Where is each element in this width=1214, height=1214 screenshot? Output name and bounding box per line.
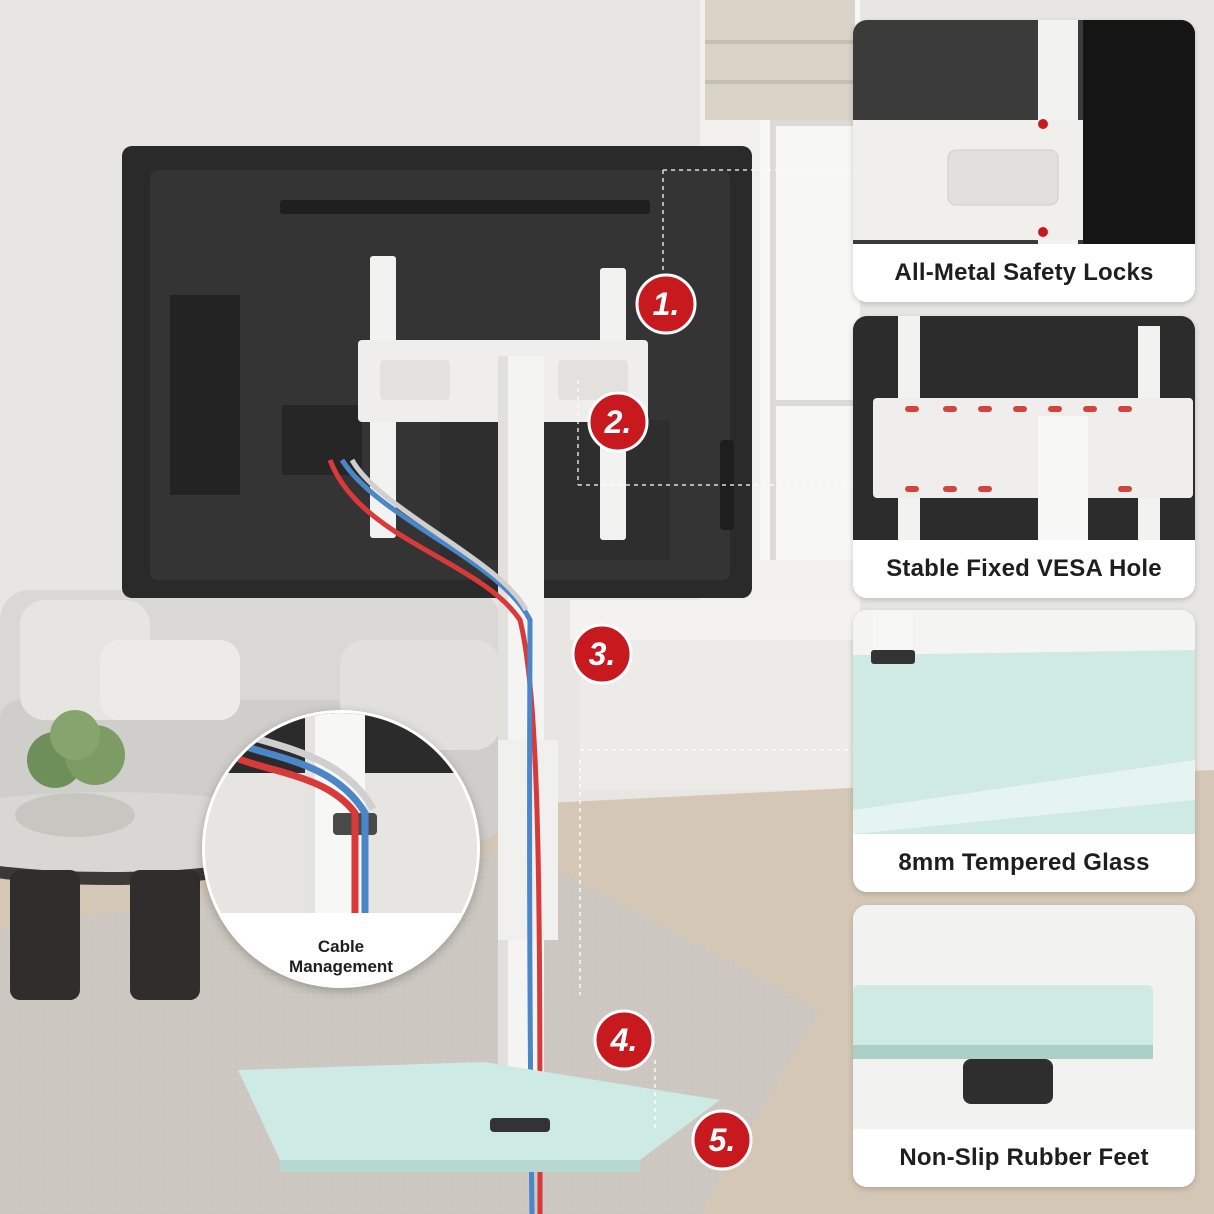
safety-lock-detail-icon <box>853 20 1195 244</box>
badge-5-text: 5. <box>709 1122 736 1158</box>
tempered-glass-detail-icon <box>853 610 1195 834</box>
badge-3-text: 3. <box>589 636 616 672</box>
rubber-feet-detail-icon <box>853 905 1195 1129</box>
badge-2: 2. <box>586 390 650 454</box>
badge-3: 3. <box>570 622 634 686</box>
panel-vesa-hole: Stable Fixed VESA Hole <box>853 316 1195 598</box>
badge-5: 5. <box>690 1108 754 1172</box>
badge-4-text: 4. <box>610 1022 638 1058</box>
cable-management-line-2: Management <box>289 957 393 976</box>
panel-rubber-feet: Non-Slip Rubber Feet <box>853 905 1195 1187</box>
cable-clip-icon <box>205 713 477 985</box>
badge-1-text: 1. <box>653 286 680 322</box>
feature-label-2: Stable Fixed VESA Hole <box>853 540 1195 598</box>
cable-management-label: Cable Management <box>205 937 477 977</box>
badge-4: 4. <box>592 1008 656 1072</box>
panel-safety-locks: All-Metal Safety Locks <box>853 20 1195 302</box>
cable-management-inset: Cable Management <box>202 710 480 988</box>
feature-label-4: Non-Slip Rubber Feet <box>853 1129 1195 1187</box>
cable-management-line-1: Cable <box>317 937 365 956</box>
badge-1: 1. <box>634 272 698 336</box>
panel-tempered-glass: 8mm Tempered Glass <box>853 610 1195 892</box>
badge-2-text: 2. <box>604 404 632 440</box>
feature-label-1: All-Metal Safety Locks <box>853 244 1195 302</box>
vesa-bracket-detail-icon <box>853 316 1195 540</box>
glass-base <box>238 1062 720 1172</box>
feature-label-3: 8mm Tempered Glass <box>853 834 1195 892</box>
